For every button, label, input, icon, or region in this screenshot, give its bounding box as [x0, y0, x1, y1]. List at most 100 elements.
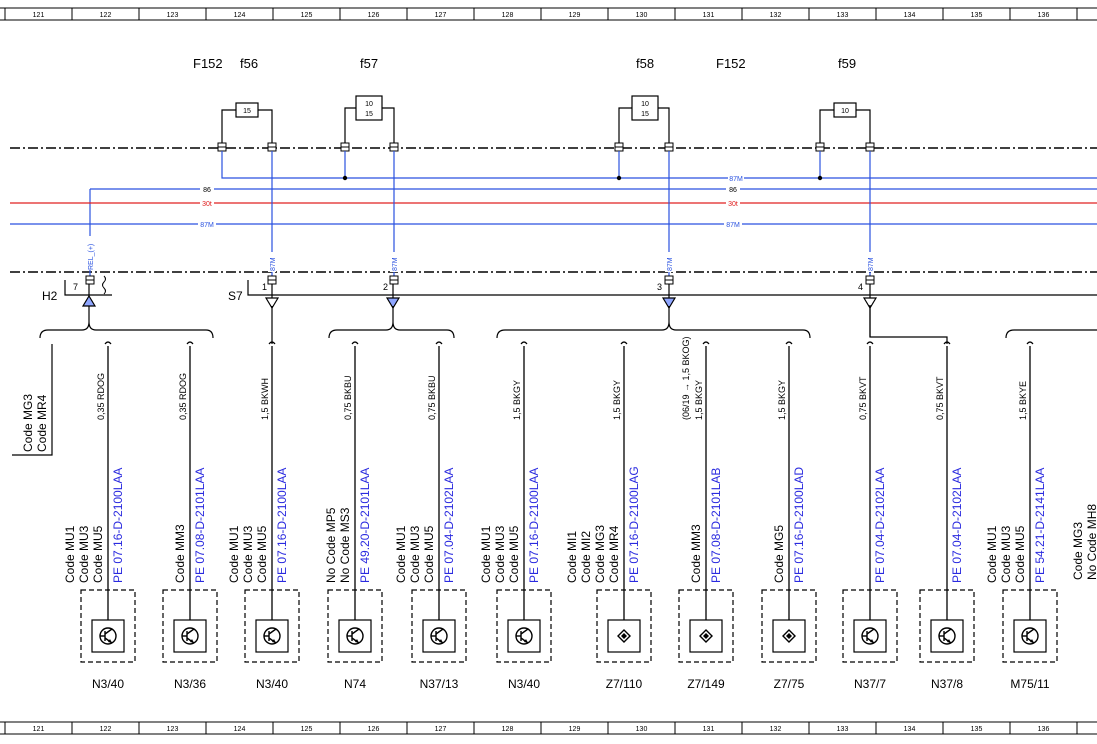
splice-triangle [81, 294, 97, 307]
pe-reference[interactable]: PE 07.16-D-2100LAA [527, 468, 541, 583]
device-box[interactable] [173, 619, 207, 653]
ruler-cell-label: 125 [301, 12, 313, 19]
device-box[interactable] [255, 619, 289, 653]
device-box[interactable] [1013, 619, 1047, 653]
pe-reference[interactable]: PE 07.04-D-2102LAA [442, 468, 456, 583]
connector-h2-label: H2 [42, 289, 58, 303]
pe-reference[interactable]: PE 07.08-D-2101LAA [193, 468, 207, 583]
wire-spec: 0,75 BKBU [343, 375, 353, 420]
diamond-icon [699, 629, 713, 643]
device-label: Z7/110 [606, 677, 643, 691]
ruler-cell-label: 131 [703, 12, 715, 19]
ruler-cell-label: 126 [368, 726, 380, 733]
code-label: Code MG3 [593, 525, 607, 583]
bus-label-87m-top: 87M [729, 176, 743, 183]
code-label: Code MM3 [173, 524, 187, 583]
fuse-terminals [217, 142, 875, 152]
device-box[interactable] [853, 619, 887, 653]
ruler-cell-label: 136 [1038, 726, 1050, 733]
pe-reference[interactable]: PE 07.16-D-2100LAA [275, 468, 289, 583]
device-outline [327, 589, 383, 663]
connector-text: H2 S7 [42, 289, 243, 303]
device-outline [162, 589, 218, 663]
device-box[interactable] [338, 619, 372, 653]
fuse-f58 [618, 95, 670, 145]
rel-label: REL_(+) [88, 244, 95, 270]
right-code-column: Code MG3 No Code MH8 [1071, 504, 1097, 580]
fuse-label-F152-b: F152 [716, 56, 746, 71]
code-label: Code MU5 [1013, 525, 1027, 583]
transistor-icon [346, 627, 364, 645]
device-outline [678, 589, 734, 663]
pe-reference[interactable]: PE 07.16-D-2100LAD [792, 467, 806, 583]
device-box[interactable] [91, 619, 125, 653]
left-code-0: Code MG3 [21, 394, 35, 452]
device-box[interactable] [930, 619, 964, 653]
code-label: Code MU1 [394, 525, 408, 583]
distribution-braces [39, 321, 1097, 339]
transistor-icon [1021, 627, 1039, 645]
bus-lines [10, 188, 1097, 281]
h2-pin-7: 7 [73, 282, 78, 292]
device-label: Z7/75 [774, 677, 805, 691]
pe-reference[interactable]: PE 07.16-D-2100LAG [627, 466, 641, 583]
s7-pin-4: 4 [858, 282, 863, 292]
device-label: N37/13 [420, 677, 459, 691]
s7-pin-1: 1 [262, 282, 267, 292]
bus-label-87m-low: 87M [200, 222, 214, 229]
spring-icon [102, 275, 106, 295]
bus-label-87m-right: 87M [726, 222, 740, 229]
pe-reference[interactable]: PE 49.20-D-2101LAA [358, 468, 372, 583]
device-label: N74 [344, 677, 366, 691]
pe-reference[interactable]: PE 07.04-D-2102LAA [873, 468, 887, 583]
branch-N37-8: 0,75 BKVT PE 07.04-D-2102LAA N37/8 [919, 341, 975, 691]
device-outline [842, 589, 898, 663]
left-code-box: Code MG3 Code MR4 [12, 344, 53, 456]
wire-spec: 0,75 BKBU [427, 375, 437, 420]
device-outline [761, 589, 817, 663]
fuse-label-f58: f58 [636, 56, 654, 71]
bus-label-30t: 30t [202, 201, 212, 208]
code-label: Code MU5 [255, 525, 269, 583]
lower-connector-pins [85, 275, 875, 295]
device-label: N3/40 [92, 677, 124, 691]
fuse-f56-rating: 15 [243, 108, 251, 115]
fuse-f58-rating-a: 10 [641, 101, 649, 108]
branch-n37 [869, 305, 948, 344]
s7-pin-3: 3 [657, 282, 662, 292]
pe-reference[interactable]: PE 07.04-D-2102LAA [950, 468, 964, 583]
wire-spec: 1,5 BKWH [260, 378, 270, 420]
device-box[interactable] [507, 619, 541, 653]
ruler-cell-label: 122 [100, 726, 112, 733]
pe-reference[interactable]: PE 07.16-D-2100LAA [111, 468, 125, 583]
wire-spec: 0,75 BKVT [935, 376, 945, 420]
vertical-drops [271, 151, 871, 280]
pe-reference[interactable]: PE 54.21-D-2141LAA [1033, 468, 1047, 583]
ruler-cell-label: 123 [167, 726, 179, 733]
device-label: N3/40 [256, 677, 288, 691]
transistor-icon [181, 627, 199, 645]
connector-pin-numbers: 7 1 2 3 4 [73, 282, 863, 292]
pin-label-87m-3: 87M [667, 257, 674, 271]
fuse-f57 [344, 95, 395, 145]
fuse-label-f59: f59 [838, 56, 856, 71]
fuse-f56 [221, 102, 273, 145]
ruler-cell-label: 132 [770, 12, 782, 19]
fuse-f59-rating: 10 [841, 108, 849, 115]
pe-reference[interactable]: PE 07.08-D-2101LAB [709, 468, 723, 583]
wire-spec-alt: (06/19 → 1,5 BKOG) [681, 336, 691, 420]
device-label: N37/8 [931, 677, 963, 691]
device-outline [1002, 589, 1058, 663]
ruler-cell-label: 130 [636, 726, 648, 733]
wire-spec: 1,5 BKGY [694, 380, 704, 420]
device-box[interactable] [422, 619, 456, 653]
fuse-f59 [819, 102, 871, 145]
transistor-icon [263, 627, 281, 645]
ruler-cell-label: 129 [569, 726, 581, 733]
device-label: N3/36 [174, 677, 206, 691]
ruler-cell-label: 132 [770, 726, 782, 733]
